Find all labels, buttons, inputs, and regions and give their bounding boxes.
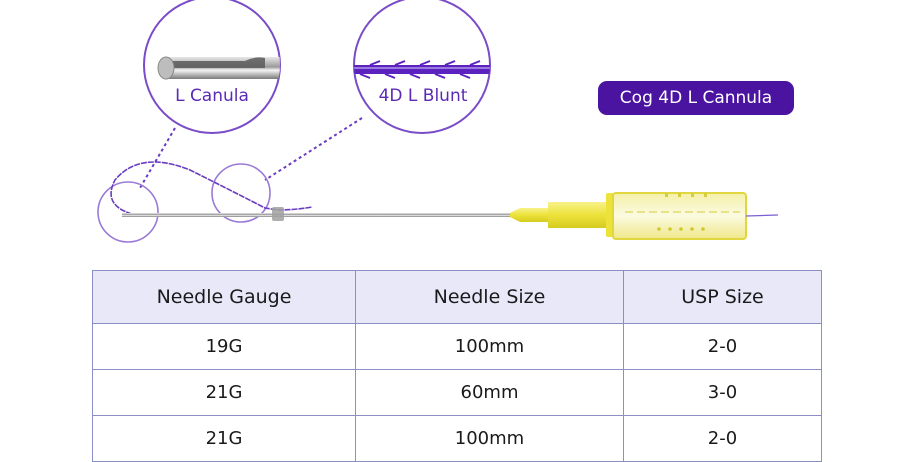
cannula-illustration [97,0,779,243]
table-row: 21G 60mm 3-0 [92,369,822,416]
spec-table: Needle Gauge Needle Size USP Size 19G 10… [92,270,822,462]
table-header-row: Needle Gauge Needle Size USP Size [92,270,822,324]
cell-needle-size: 60mm [355,369,624,416]
cell-usp-size: 2-0 [623,415,822,462]
l-canula-label: L Canula [175,86,249,106]
cell-needle-size: 100mm [355,415,624,462]
product-name-badge: Cog 4D L Cannula [598,81,794,115]
header-needle-gauge: Needle Gauge [92,270,356,324]
cell-needle-gauge: 21G [92,369,356,416]
table-row: 21G 100mm 2-0 [92,415,822,462]
cell-needle-gauge: 19G [92,323,356,370]
magnifier-4d-l-blunt [353,0,491,134]
cell-needle-size: 100mm [355,323,624,370]
cell-usp-size: 3-0 [623,369,822,416]
cell-needle-gauge: 21G [92,415,356,462]
4d-l-blunt-label: 4D L Blunt [378,86,468,106]
cell-usp-size: 2-0 [623,323,822,370]
table-row: 19G 100mm 2-0 [92,323,822,370]
magnifier-l-canula [143,0,281,134]
header-needle-size: Needle Size [355,270,624,324]
header-usp-size: USP Size [623,270,822,324]
